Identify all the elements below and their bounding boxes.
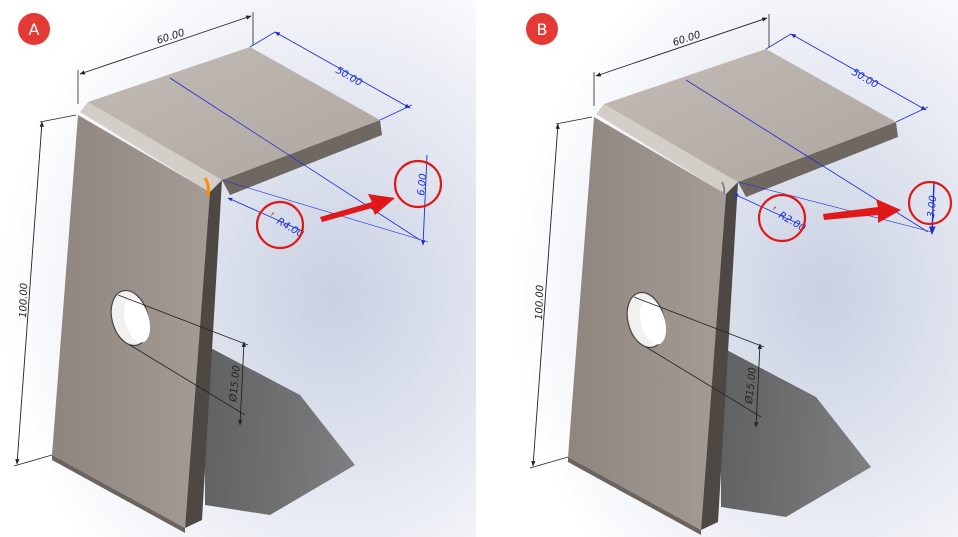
svg-text:ꜛ: ꜛ — [769, 205, 778, 217]
dim-height-a: 100.00 — [13, 114, 77, 467]
badge-b: B — [526, 13, 558, 45]
bend-highlight-a — [203, 177, 211, 197]
svg-text:100.00: 100.00 — [534, 285, 546, 320]
svg-text:A: A — [29, 20, 40, 39]
highlight-circle-radius-b — [757, 193, 807, 243]
dim-height-b: 100.00 — [529, 116, 593, 469]
bend-edge-b — [721, 181, 726, 195]
badge-a: A — [18, 13, 50, 45]
svg-text:B: B — [537, 20, 548, 39]
svg-text:Ø15.00: Ø15.00 — [743, 367, 759, 406]
highlight-circle-thickness-a — [393, 159, 443, 209]
svg-text:ꜛ: ꜛ — [267, 211, 276, 223]
svg-text:100.00: 100.00 — [18, 283, 30, 318]
dim-thickness-a: 6.00 — [221, 154, 429, 246]
highlight-circle-radius-a — [255, 200, 305, 250]
svg-text:6.00: 6.00 — [416, 173, 429, 196]
svg-text:3.00: 3.00 — [926, 195, 939, 218]
highlight-circle-thickness-b — [907, 180, 953, 226]
dim-hole-b: Ø15.00 — [633, 296, 765, 428]
dim-thickness-b: 3.00 — [737, 181, 939, 235]
red-arrow-a — [320, 194, 395, 222]
svg-text:Ø15.00: Ø15.00 — [227, 365, 243, 404]
dim-hole-a: Ø15.00 — [117, 294, 249, 426]
red-arrow-b — [823, 199, 901, 223]
